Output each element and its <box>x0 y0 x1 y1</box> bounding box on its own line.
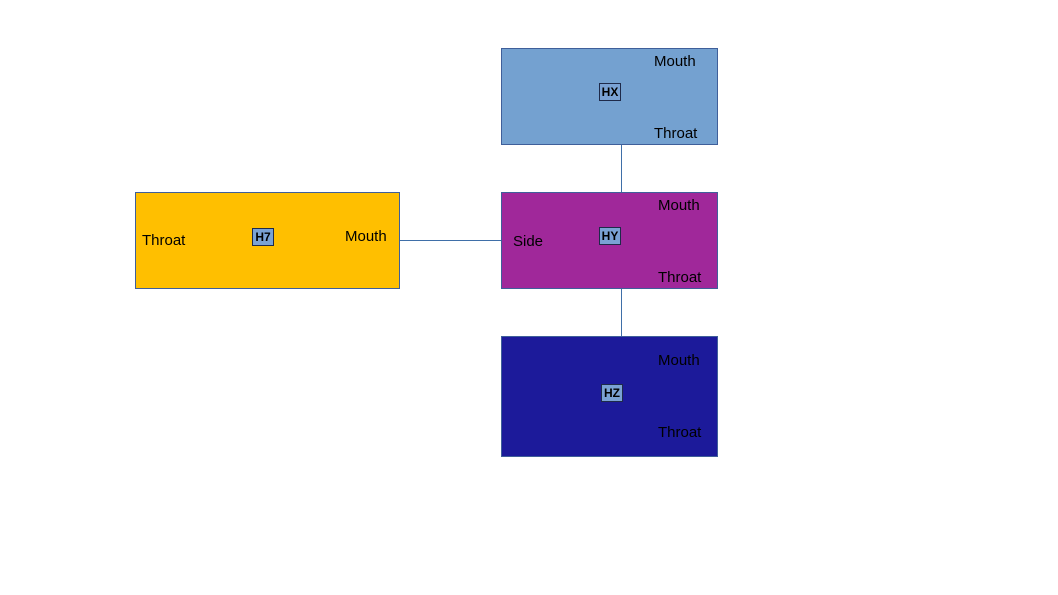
h7-mouth-label: Mouth <box>345 228 387 245</box>
hx-throat-label: Throat <box>654 125 698 142</box>
node-h7[interactable]: Throat H7 Mouth <box>135 192 400 289</box>
node-hz[interactable]: Mouth HZ Throat <box>501 336 718 457</box>
hy-throat-label: Throat <box>658 269 702 286</box>
hx-mouth-label: Mouth <box>654 53 696 70</box>
connector-h7-hy <box>399 240 501 241</box>
node-hx[interactable]: Mouth HX Throat <box>501 48 718 145</box>
h7-throat-label: Throat <box>142 232 186 249</box>
connector-hx-hy <box>621 144 622 192</box>
node-hy[interactable]: Mouth Side HY Throat <box>501 192 718 289</box>
hz-mouth-label: Mouth <box>658 352 700 369</box>
hz-tag: HZ <box>601 384 623 402</box>
hz-throat-label: Throat <box>658 424 702 441</box>
h7-tag: H7 <box>252 228 274 246</box>
hy-side-label: Side <box>513 233 544 250</box>
connector-hy-hz <box>621 288 622 336</box>
hx-tag: HX <box>599 83 621 101</box>
hy-mouth-label: Mouth <box>658 197 700 214</box>
hy-tag: HY <box>599 227 621 245</box>
